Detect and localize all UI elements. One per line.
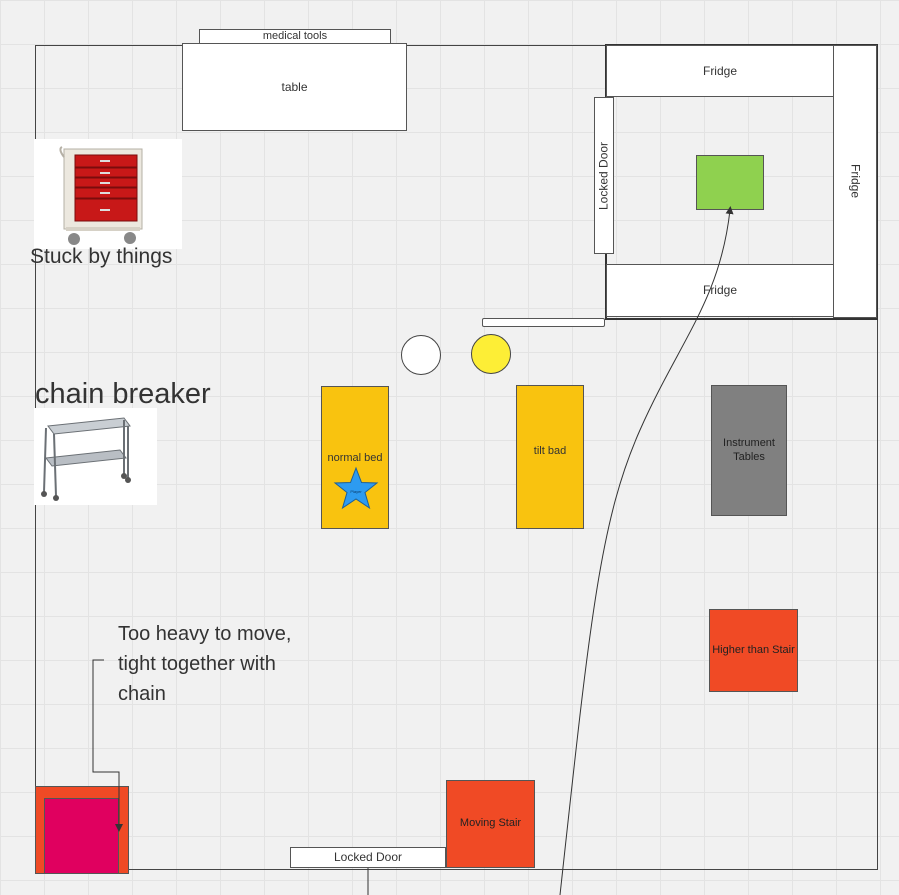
- stainless-instrument-trolley-icon: [41, 417, 131, 501]
- note-chain-breaker: chain breaker: [35, 378, 211, 410]
- note-stuck: Stuck by things: [30, 245, 173, 268]
- yellow-circle[interactable]: [471, 334, 511, 374]
- white-circle[interactable]: [401, 335, 441, 375]
- curved-arrow: [559, 206, 734, 895]
- normal-bed[interactable]: normal bed Player: [321, 386, 389, 529]
- higher-than-stair[interactable]: Higher than Stair: [709, 609, 798, 692]
- locked-door-bottom[interactable]: Locked Door: [290, 847, 446, 868]
- star-label: Player: [350, 489, 362, 494]
- fridge-right[interactable]: Fridge: [833, 45, 877, 318]
- steel-cart-image: [34, 408, 157, 505]
- thin-divider: [482, 318, 605, 327]
- instrument-tables[interactable]: Instrument Tables: [711, 385, 787, 516]
- fridge-top[interactable]: Fridge: [606, 45, 834, 97]
- green-box[interactable]: [696, 155, 764, 210]
- note-too-heavy: Too heavy to move, tight together with c…: [118, 623, 292, 705]
- tilt-bed[interactable]: tilt bad: [516, 385, 584, 529]
- player-star-icon[interactable]: Player: [333, 466, 379, 512]
- chained-box-inner[interactable]: [44, 798, 119, 874]
- medical-drawer-cart-icon: [59, 146, 143, 245]
- table[interactable]: table: [182, 43, 407, 131]
- elbow-arrow: [92, 659, 123, 832]
- normal-bed-label: normal bed: [327, 452, 383, 465]
- red-cart-image: [34, 139, 182, 249]
- moving-stair[interactable]: Moving Stair: [446, 780, 535, 868]
